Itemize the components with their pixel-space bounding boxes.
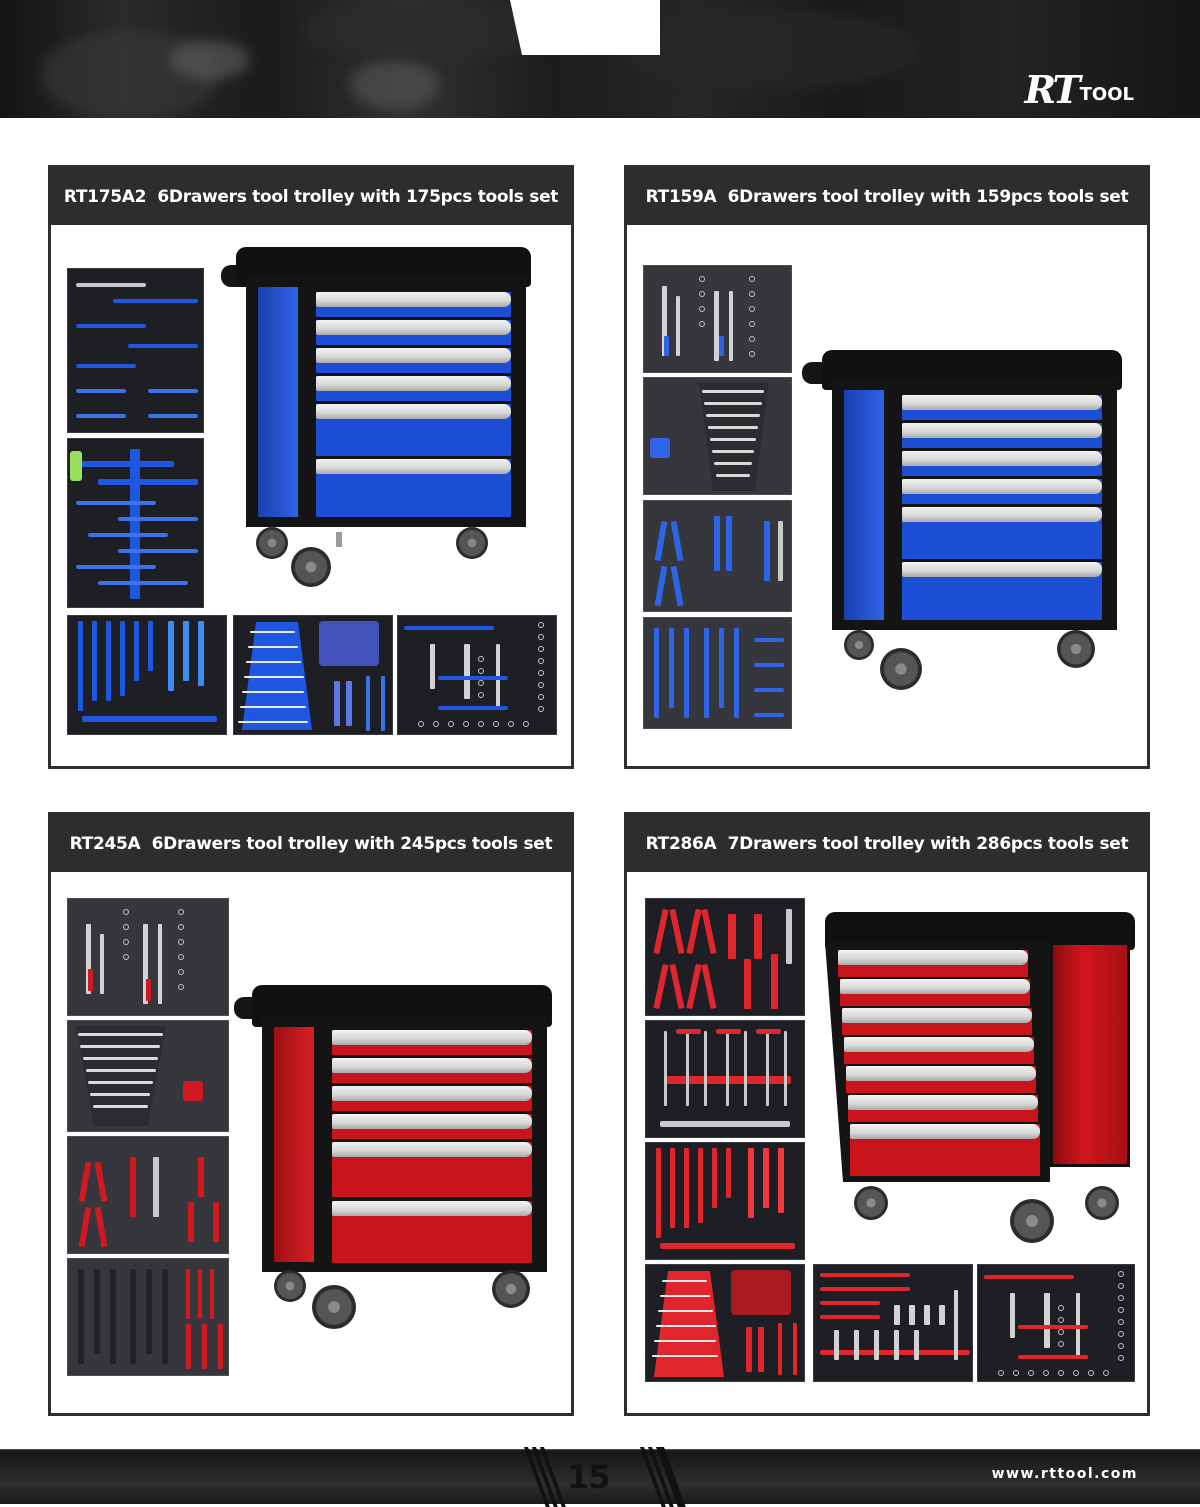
tray-screwdrivers — [67, 1258, 229, 1376]
product-image — [627, 872, 1147, 1413]
product-card-rt245a: RT245A 6Drawers tool trolley with 245pcs… — [48, 812, 574, 1416]
product-image — [51, 872, 571, 1413]
tray-screwdrivers — [645, 1142, 805, 1260]
right-stripes-icon — [636, 1447, 686, 1507]
product-card-rt286a: RT286A 7Drawers tool trolley with 286pcs… — [624, 812, 1150, 1416]
trolley-image — [810, 894, 1135, 1259]
tray-pliers — [67, 268, 204, 433]
product-card-rt175a2: RT175A2 6Drawers tool trolley with 175pc… — [48, 165, 574, 769]
tray-combination-wrenches — [643, 377, 792, 495]
product-title: RT159A 6Drawers tool trolley with 159pcs… — [627, 168, 1147, 225]
tray-pliers — [67, 1136, 229, 1254]
roof-shape — [620, 10, 920, 90]
tray-combination-wrenches — [67, 1020, 229, 1132]
product-title: RT175A2 6Drawers tool trolley with 175pc… — [51, 168, 571, 225]
tray-hammer-hex-keys — [67, 438, 204, 608]
glove-shape — [350, 60, 440, 110]
product-card-rt159a: RT159A 6Drawers tool trolley with 159pcs… — [624, 165, 1150, 769]
tray-pliers — [643, 500, 792, 612]
tray-bits-sockets — [813, 1264, 973, 1382]
tray-screwdrivers — [67, 615, 227, 735]
rttool-logo: RT TOOL — [1024, 67, 1134, 112]
left-stripes-icon — [520, 1447, 566, 1507]
product-title: RT245A 6Drawers tool trolley with 245pcs… — [51, 815, 571, 872]
tray-sockets-ratchets — [643, 265, 792, 373]
trolley-image — [234, 985, 554, 1330]
tray-screwdrivers — [643, 617, 792, 729]
trolley-image — [802, 350, 1132, 690]
footer-bar — [0, 1449, 1200, 1504]
tray-spanners — [645, 1264, 805, 1382]
tray-t-handles — [645, 1020, 805, 1138]
logo-mark: RT — [1024, 67, 1080, 112]
trolley-image — [216, 247, 536, 587]
product-image — [627, 225, 1147, 766]
product-title: RT286A 7Drawers tool trolley with 286pcs… — [627, 815, 1147, 872]
tray-sockets — [397, 615, 557, 735]
tray-sockets-ratchets — [67, 898, 229, 1016]
tray-spanners — [233, 615, 393, 735]
product-image — [51, 225, 571, 766]
page-number: 15 — [567, 1458, 611, 1496]
logo-word: TOOL — [1079, 84, 1134, 105]
page-number-block — [510, 0, 660, 55]
tray-pliers — [645, 898, 805, 1016]
website-link[interactable]: www.rttool.com — [991, 1466, 1138, 1482]
glove-shape — [170, 40, 250, 80]
tray-sockets — [977, 1264, 1135, 1382]
